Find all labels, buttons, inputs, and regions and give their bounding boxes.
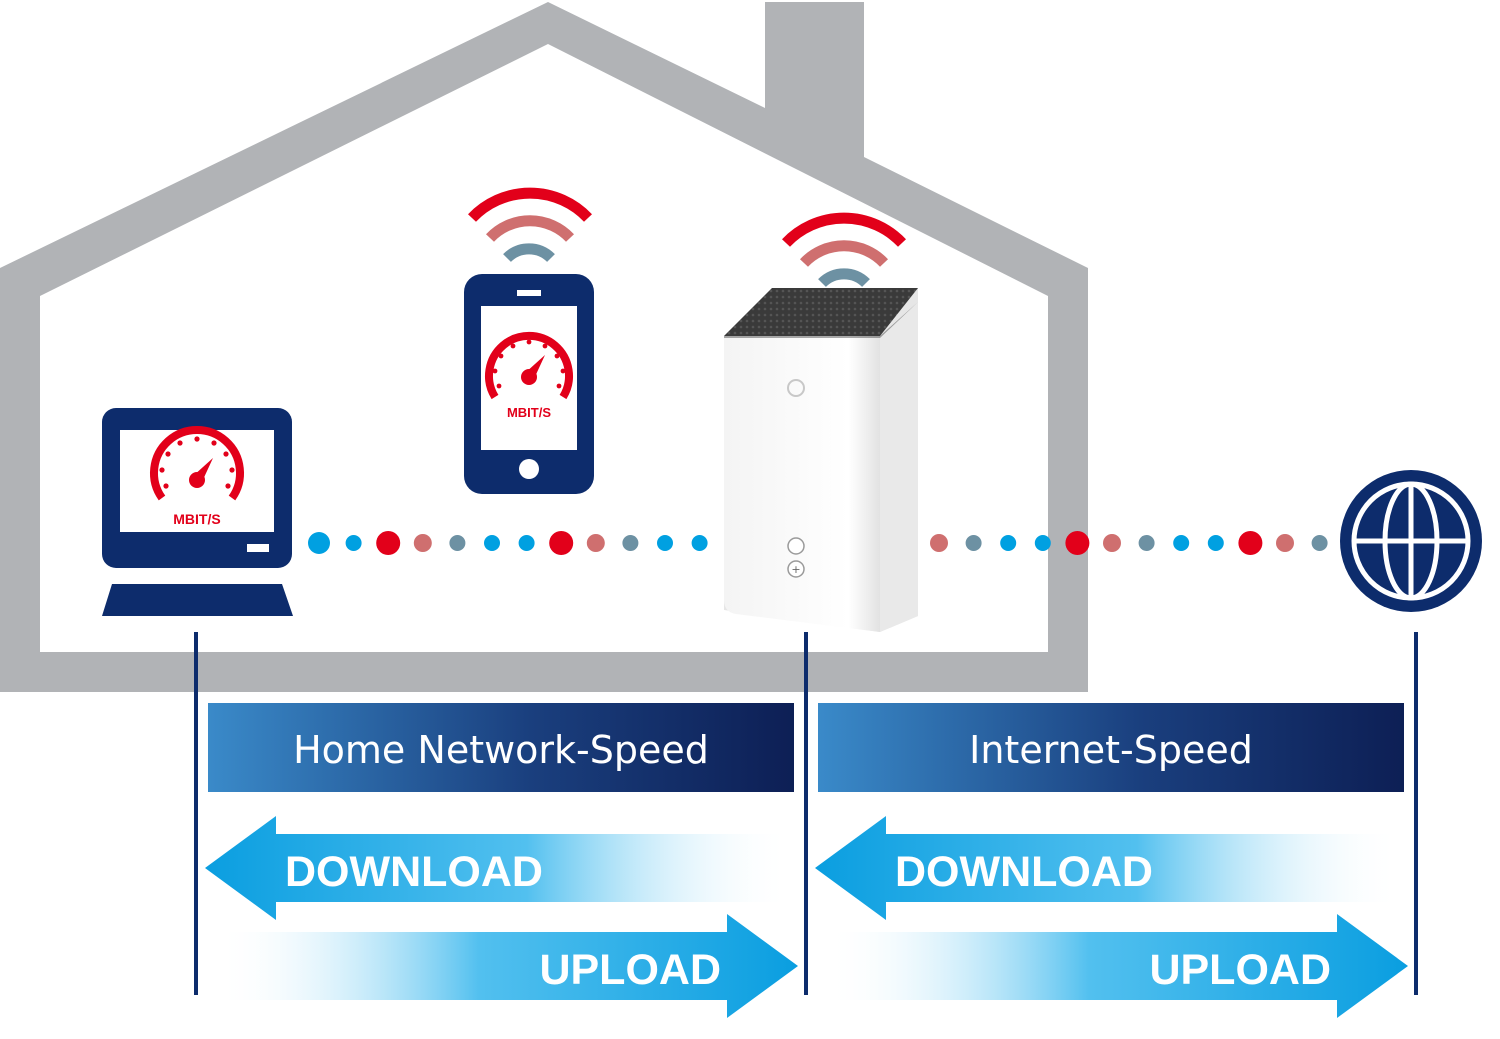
- flow-dot: [518, 535, 535, 551]
- globe-icon: [1340, 470, 1482, 612]
- flow-dot: [1034, 535, 1051, 551]
- flow-dot: [376, 531, 401, 555]
- flow-dot: [449, 535, 466, 551]
- home-network-dots: [308, 531, 708, 555]
- flow-dot: [413, 534, 432, 552]
- home-download-arrow: DOWNLOAD: [205, 816, 790, 920]
- laptop-speedometer-icon: [150, 426, 244, 501]
- internet-download-label: DOWNLOAD: [895, 848, 1153, 896]
- phone-speedometer-icon: [485, 332, 573, 400]
- internet-upload-label: UPLOAD: [1149, 946, 1331, 994]
- flow-dot: [484, 535, 500, 551]
- internet-upload-arrow: UPLOAD: [828, 914, 1408, 1018]
- home-network-speed-label: Home Network-Speed: [293, 728, 709, 772]
- flow-dot: [657, 535, 673, 551]
- router-wifi-signal-icon: [782, 212, 906, 288]
- flow-dot: [1276, 534, 1294, 552]
- flow-dot: [965, 535, 982, 551]
- home-network-speed-bar: Home Network-Speed: [208, 703, 794, 792]
- flow-dot: [1173, 535, 1190, 551]
- router-icon: +: [724, 288, 918, 632]
- flow-dot: [622, 535, 639, 551]
- segment-dividers: [194, 632, 1418, 995]
- flow-dot: [586, 534, 605, 552]
- flow-dot: [691, 535, 708, 551]
- flow-dot: [1103, 534, 1121, 552]
- home-download-label: DOWNLOAD: [285, 848, 543, 896]
- internet-download-arrow: DOWNLOAD: [815, 816, 1400, 920]
- home-upload-label: UPLOAD: [539, 946, 721, 994]
- svg-text:+: +: [791, 563, 800, 576]
- flow-dot: [1000, 535, 1017, 551]
- flow-dot: [1238, 531, 1263, 555]
- flow-dot: [1065, 531, 1090, 555]
- flow-dot: [308, 532, 330, 554]
- home-upload-arrow: UPLOAD: [218, 914, 798, 1018]
- flow-dot: [1311, 535, 1328, 551]
- laptop-mbits-label: MBIT/S: [173, 511, 220, 527]
- flow-dot: [930, 534, 948, 552]
- internet-dots: [930, 531, 1328, 555]
- phone-wifi-signal-icon: [468, 187, 592, 263]
- flow-dot: [1207, 535, 1224, 551]
- internet-speed-bar: Internet-Speed: [818, 703, 1404, 792]
- internet-speed-label: Internet-Speed: [969, 728, 1253, 772]
- flow-dot: [1138, 535, 1155, 551]
- flow-dot: [345, 535, 362, 551]
- flow-dot: [549, 531, 574, 555]
- phone-mbits-label: MBIT/S: [507, 405, 551, 420]
